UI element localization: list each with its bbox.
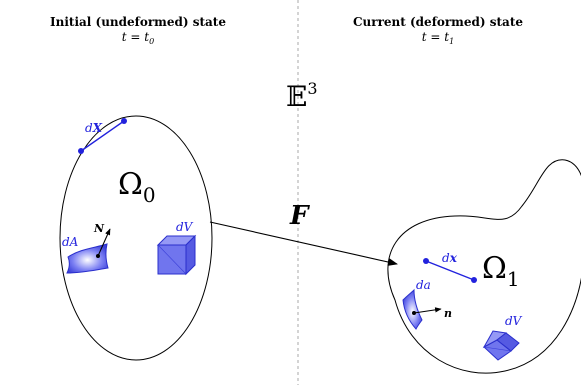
current-line-start-point [423, 258, 429, 264]
current-line-end-point [471, 277, 477, 283]
current-line-label: dx [442, 251, 458, 265]
current-volume-label: dV [505, 314, 523, 328]
current-volume-element [482, 330, 520, 361]
left-time-label: t = t0 [122, 30, 154, 46]
right-time-label: t = t1 [422, 30, 454, 46]
reference-area-label: dA [62, 235, 79, 249]
right-panel-title: Current (deformed) state [353, 15, 523, 29]
current-area-element [402, 288, 423, 330]
current-normal-label: n [444, 307, 452, 320]
reference-region-label: Ω0 [118, 167, 156, 207]
deformation-gradient-label: F [289, 201, 310, 231]
left-panel-title: Initial (undeformed) state [50, 15, 226, 29]
deformation-gradient-arrow [209, 221, 398, 266]
reference-volume-element [156, 234, 197, 276]
current-normal-arrow [413, 307, 442, 314]
current-line-element [425, 260, 475, 281]
reference-volume-label: dV [176, 220, 194, 234]
reference-area-element [66, 243, 109, 274]
current-region-outline [387, 159, 581, 374]
current-area-label: da [416, 278, 431, 292]
reference-line-element [80, 120, 125, 152]
reference-line-start-point [78, 148, 84, 154]
reference-line-label: dX [85, 121, 103, 135]
reference-normal-arrow [97, 228, 111, 257]
current-region-label: Ω1 [482, 251, 520, 291]
reference-line-end-point [121, 118, 127, 124]
reference-normal-label: N [93, 222, 105, 235]
reference-region-outline [59, 115, 213, 361]
euclidean-space-label: 𝔼3 [286, 79, 318, 113]
